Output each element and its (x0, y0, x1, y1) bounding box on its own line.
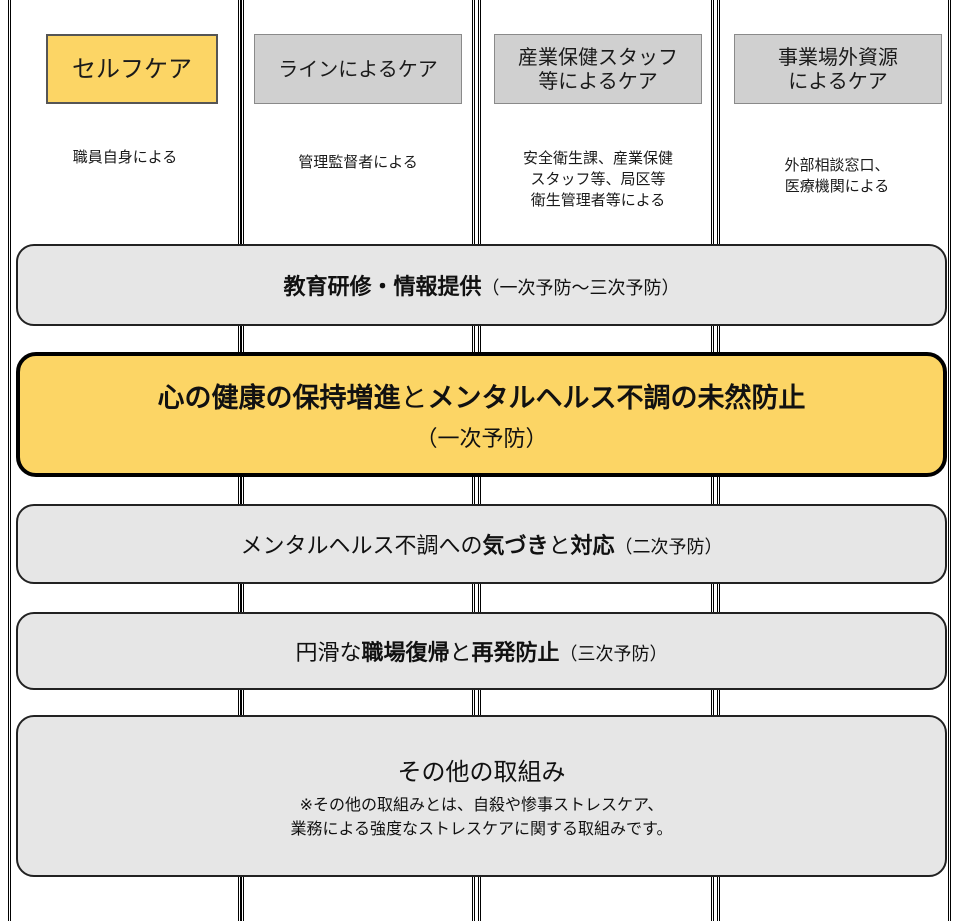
line-care-desc: 管理監督者による (298, 153, 418, 171)
selfcare-desc: 職員自身による (72, 148, 178, 166)
external-care-header: 事業場外資源 によるケア (734, 34, 942, 104)
secondary-title-c: 対応 (570, 534, 615, 559)
primary-prevention-band: 心の健康の保持増進とメンタルヘルス不調の未然防止 （一次予防） (16, 352, 947, 477)
tertiary-title-a: 円滑な (295, 641, 362, 666)
secondary-scope: （二次予防） (614, 537, 723, 558)
tertiary-title-b: 職場復帰 (361, 641, 450, 666)
line-care-header: ラインによるケア (254, 34, 462, 104)
secondary-title-and: と (548, 534, 571, 559)
primary-title-b: メンタルヘルス不調の未然防止 (427, 383, 806, 414)
external-care-desc: 外部相談窓口、 医療機関による (784, 156, 890, 195)
primary-scope: （一次予防） (415, 427, 548, 452)
secondary-title-b: 気づき (482, 534, 549, 559)
staff-care-desc: 安全衛生課、産業保健 スタッフ等、局区等 衛生管理者等による (522, 149, 673, 209)
tertiary-scope: （三次予防） (559, 644, 668, 665)
other-title: その他の取組み (397, 757, 566, 786)
other-initiatives-band: その他の取組み ※その他の取組みとは、自殺や惨事ストレスケア、 業務による強度な… (16, 715, 947, 877)
staff-care-header: 産業保健スタッフ 等によるケア (494, 34, 702, 104)
selfcare-header: セルフケア (46, 34, 218, 104)
tertiary-title-c: 再発防止 (471, 641, 560, 666)
secondary-title-a: メンタルヘルス不調への (240, 534, 483, 559)
tertiary-prevention-band: 円滑な職場復帰と再発防止（三次予防） (16, 612, 947, 690)
tertiary-title-and: と (449, 641, 472, 666)
education-band: 教育研修・情報提供（一次予防～三次予防） (16, 244, 947, 326)
education-scope: （一次予防～三次予防） (481, 278, 680, 299)
other-note-line1: ※その他の取組みとは、自殺や惨事ストレスケア、 (299, 794, 664, 814)
other-note-line2: 業務による強度なストレスケアに関する取組みです。 (290, 818, 673, 838)
secondary-prevention-band: メンタルヘルス不調への気づきと対応（二次予防） (16, 504, 947, 584)
education-title: 教育研修・情報提供 (283, 275, 482, 300)
primary-title-and: と (400, 383, 428, 414)
primary-title-a: 心の健康の保持増進 (157, 383, 401, 414)
